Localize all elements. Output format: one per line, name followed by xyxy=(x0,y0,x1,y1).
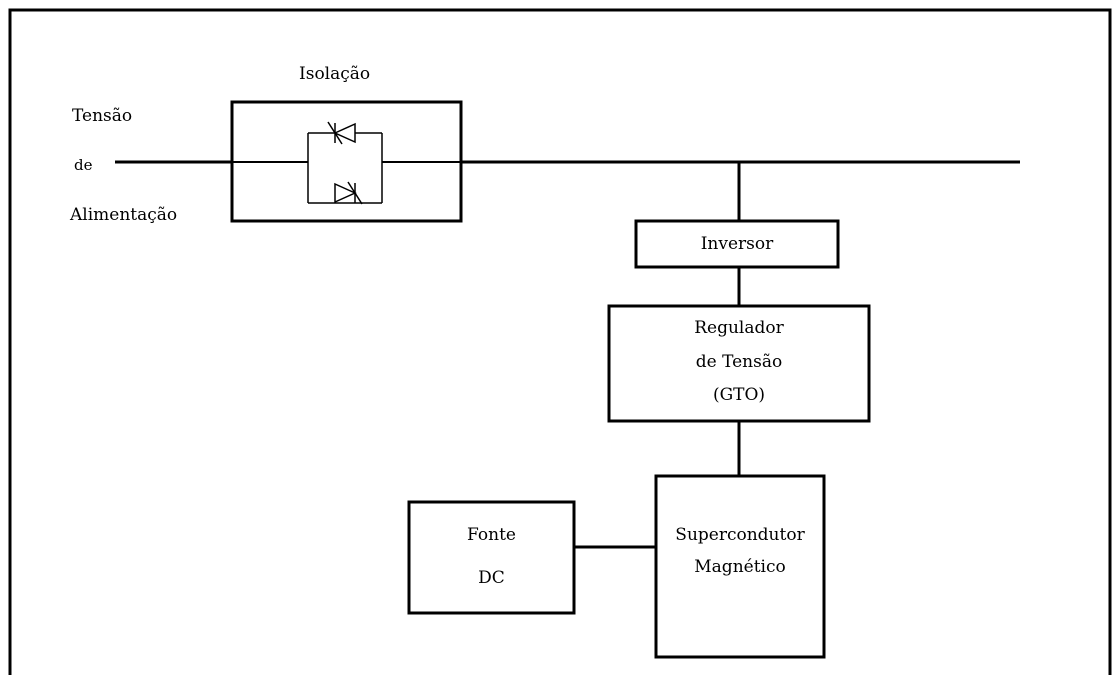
superconductor-label-line1: Supercondutor xyxy=(675,525,805,545)
regulator-label-line2: de Tensão xyxy=(695,352,783,372)
isolation-label: Isolação xyxy=(299,64,371,84)
regulator-label-line3: (GTO) xyxy=(712,385,766,405)
superconductor-box xyxy=(654,474,826,659)
dc-source-label-line1: Fonte xyxy=(467,525,516,545)
regulator-label-line1: Regulador xyxy=(694,318,784,338)
supply-label-line3: Alimentação xyxy=(70,205,178,225)
supply-label-line2: de xyxy=(74,156,93,174)
outer-frame xyxy=(8,8,1112,675)
superconductor-label-line2: Magnético xyxy=(694,557,786,577)
dc-source-label-line2: DC xyxy=(478,568,505,588)
inverter-box xyxy=(634,219,840,269)
dc-source-box xyxy=(407,500,576,615)
antiparallel-thyristors-icon xyxy=(307,121,383,205)
inverter-label: Inversor xyxy=(700,234,774,254)
supply-label-line1: Tensão xyxy=(72,106,133,126)
